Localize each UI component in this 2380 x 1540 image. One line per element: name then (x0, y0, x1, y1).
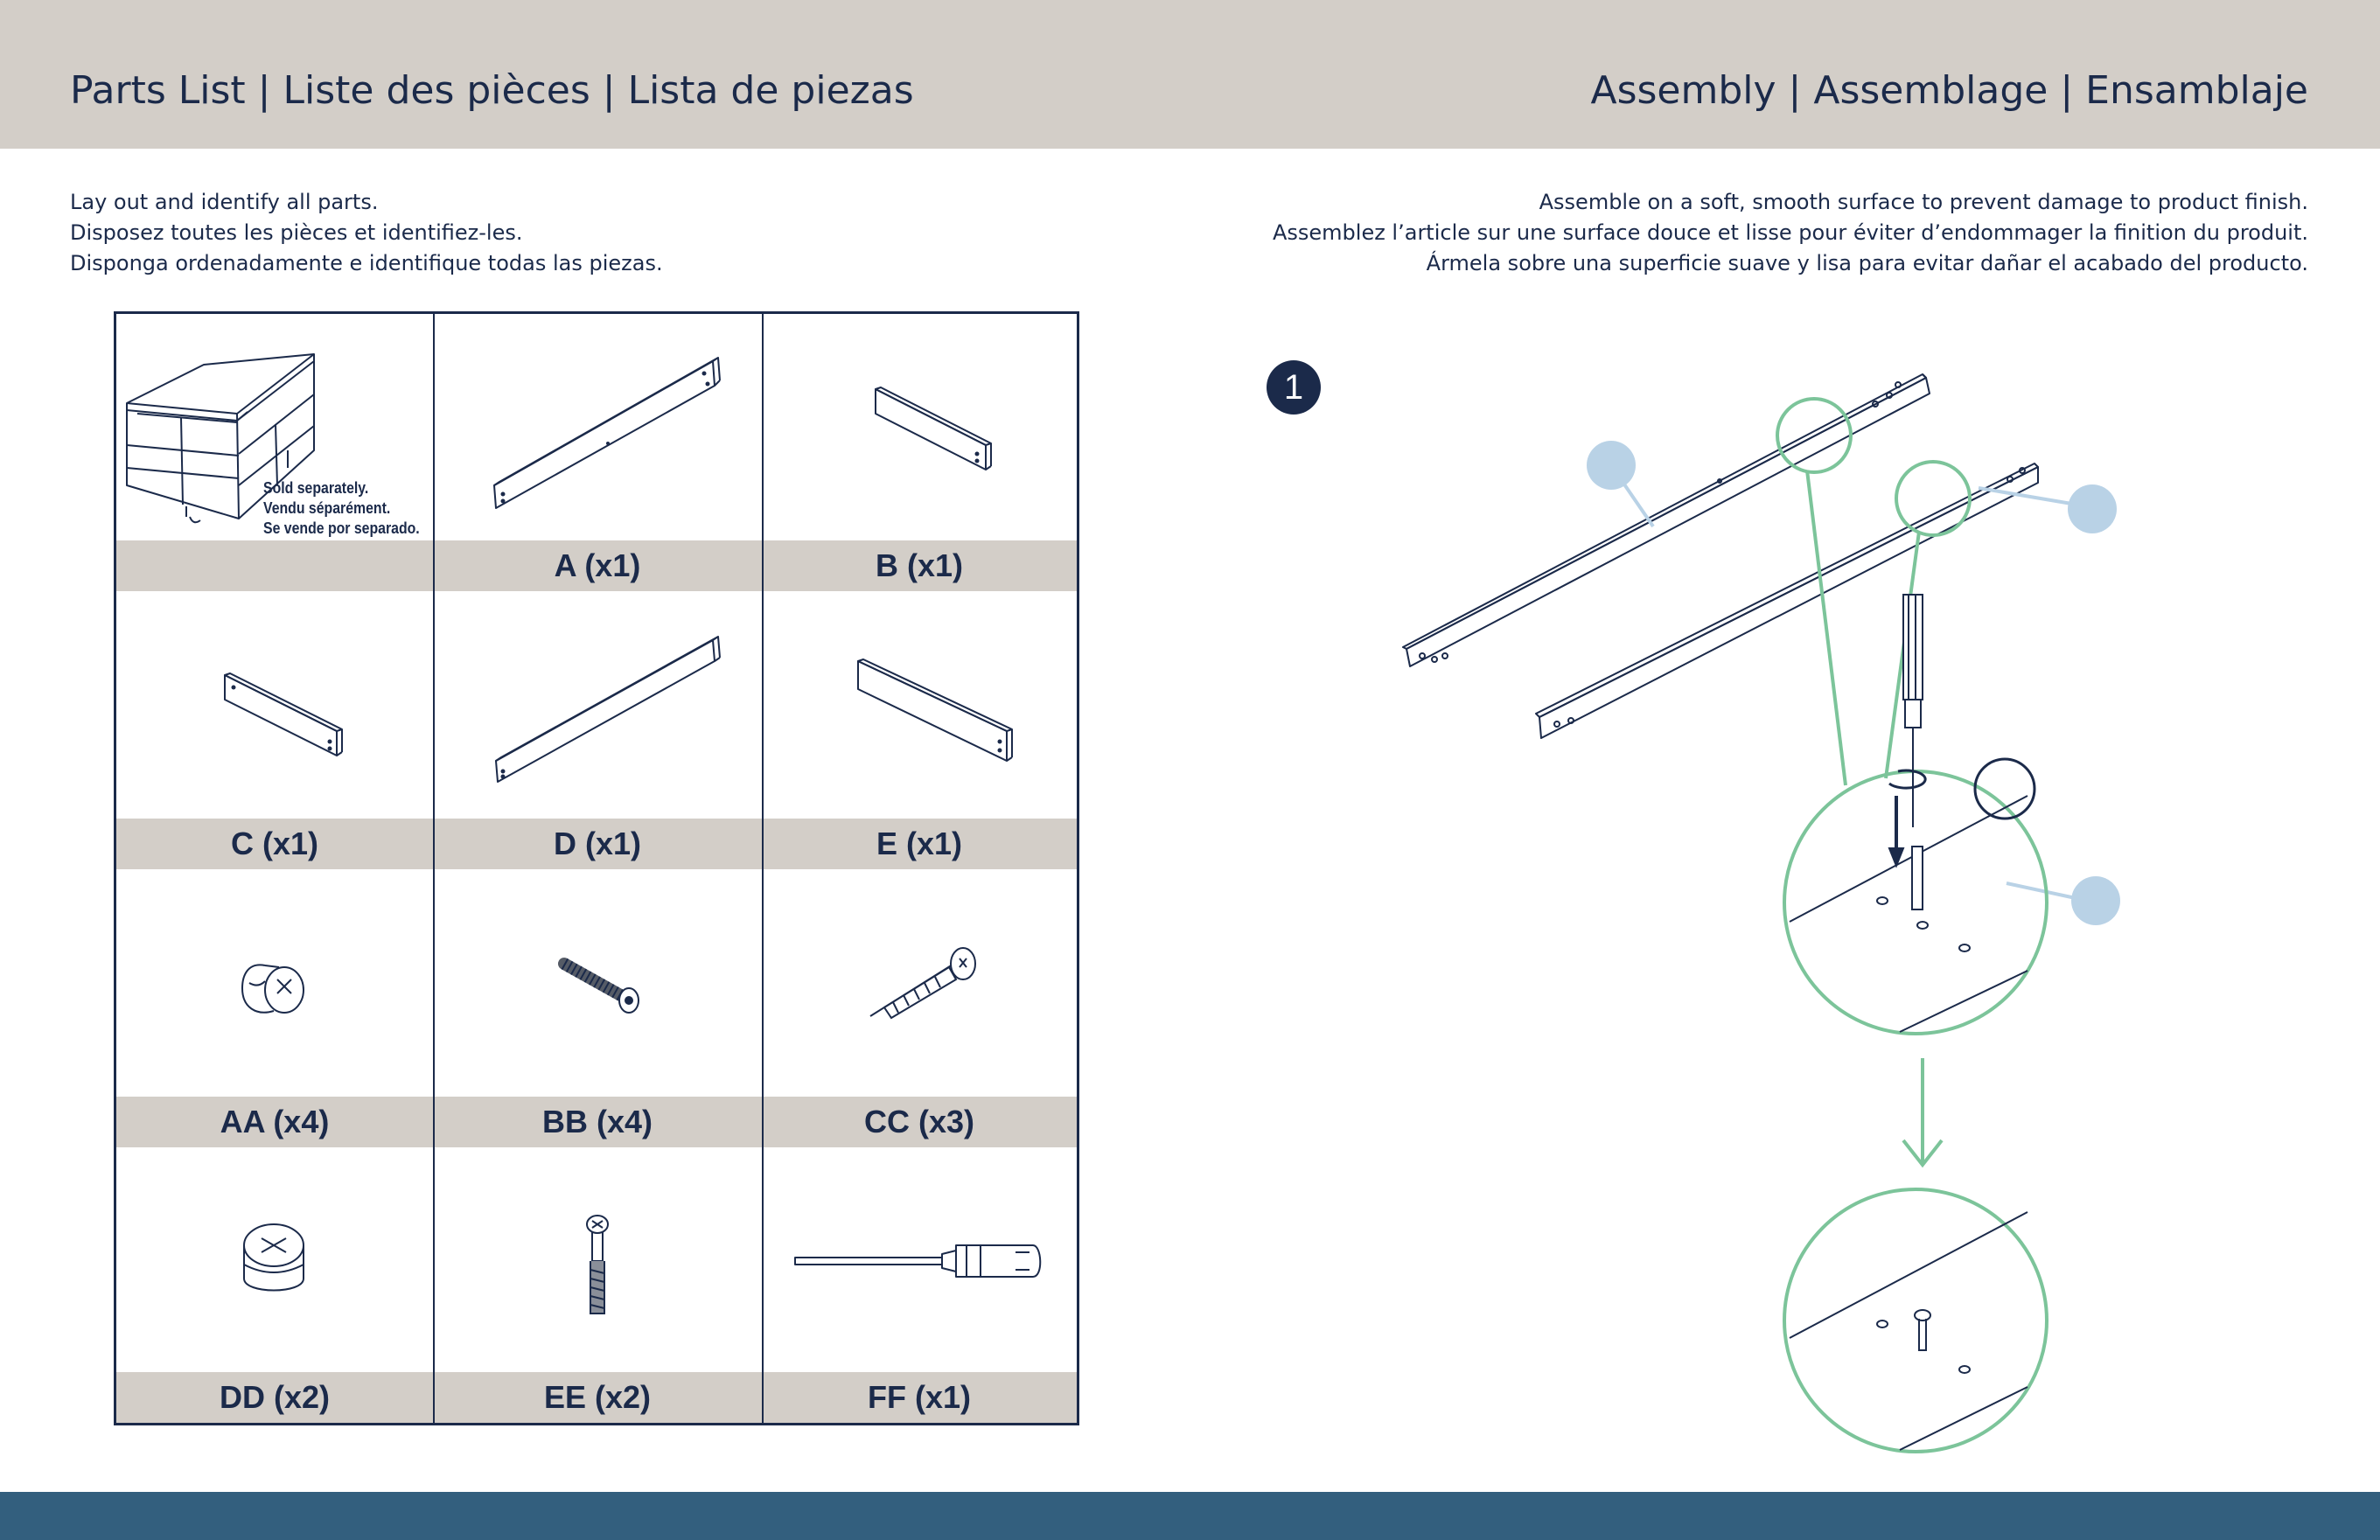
assembly-diagram (1402, 373, 2120, 1453)
screwdriver-icon (794, 1244, 1042, 1278)
cam-lock-icon (243, 1223, 304, 1292)
callout-a (1587, 441, 1636, 490)
part-cell-aa: AA (x4) (116, 869, 433, 1147)
cam-lock-icon (241, 964, 304, 1014)
part-cell-ff: FF (x1) (762, 1147, 1077, 1423)
part-label: FF (x1) (762, 1372, 1077, 1423)
detail-magnifiers (1776, 397, 2048, 1453)
part-label: AA (x4) (116, 1097, 433, 1147)
medium-rail-icon (857, 659, 1013, 762)
part-label: C (x1) (116, 819, 433, 869)
part-cell-cc: CC (x3) (762, 869, 1077, 1147)
part-cell-dresser: Sold separately. Vendu séparément. Se ve… (116, 314, 433, 591)
part-label: EE (x2) (433, 1372, 762, 1423)
part-label: E (x1) (762, 819, 1077, 869)
part-cell-a: A (x1) (433, 314, 762, 591)
long-rail-icon (495, 636, 721, 783)
part-label: BB (x4) (433, 1097, 762, 1147)
part-label: B (x1) (762, 540, 1077, 591)
long-rail-icon (493, 357, 721, 509)
rail-a-drawing (1402, 373, 1930, 667)
magnified-detail-1 (1789, 594, 2036, 1033)
dresser-icon (126, 353, 315, 524)
parts-grid: Sold separately. Vendu séparément. Se ve… (114, 311, 1079, 1425)
cam-bolt-icon (586, 1215, 609, 1314)
part-callouts (1587, 441, 2120, 925)
grid-divider (433, 314, 435, 1423)
rail-b-drawing (1535, 463, 2039, 739)
assembly-instructions: Assemble on a soft, smooth surface to pr… (1273, 187, 2308, 279)
part-cell-dd: DD (x2) (116, 1147, 433, 1423)
part-cell-d: D (x1) (433, 591, 762, 869)
part-cell-b: B (x1) (762, 314, 1077, 591)
part-cell-ee: EE (x2) (433, 1147, 762, 1423)
parts-instructions: Lay out and identify all parts. Disposez… (70, 187, 663, 279)
sold-separately-note: Sold separately. Vendu séparément. Se ve… (263, 479, 420, 537)
part-label: D (x1) (433, 819, 762, 869)
parts-instruction-fr: Disposez toutes les pièces et identifiez… (70, 220, 523, 245)
header-band: Parts List | Liste des pièces | Lista de… (0, 0, 2380, 149)
grid-divider (762, 314, 764, 1423)
part-cell-e: E (x1) (762, 591, 1077, 869)
part-label: A (x1) (433, 540, 762, 591)
assembly-title: Assembly | Assemblage | Ensamblaje (1590, 68, 2308, 113)
assembly-instruction-en: Assemble on a soft, smooth surface to pr… (1539, 190, 2308, 214)
footer-band (0, 1492, 2380, 1540)
assembly-instruction-es: Ármela sobre una superficie suave y lisa… (1426, 251, 2308, 275)
bolt-icon (558, 958, 639, 1014)
part-label: DD (x2) (116, 1372, 433, 1423)
part-label: CC (x3) (762, 1097, 1077, 1147)
callout-part (2071, 876, 2120, 925)
part-label (116, 540, 433, 591)
wood-screw-icon (869, 947, 976, 1020)
short-rail-icon (875, 387, 992, 470)
parts-instruction-en: Lay out and identify all parts. (70, 190, 379, 214)
part-cell-bb: BB (x4) (433, 869, 762, 1147)
parts-instruction-es: Disponga ordenadamente e identifique tod… (70, 251, 663, 275)
assembly-instruction-fr: Assemblez l’article sur une surface douc… (1272, 220, 2308, 245)
magnified-detail-2 (1789, 1211, 2028, 1451)
parts-list-title: Parts List | Liste des pièces | Lista de… (70, 68, 914, 113)
short-rail-icon (224, 672, 343, 756)
step-number-badge: 1 (1267, 360, 1321, 415)
part-cell-c: C (x1) (116, 591, 433, 869)
callout-b (2068, 484, 2117, 533)
